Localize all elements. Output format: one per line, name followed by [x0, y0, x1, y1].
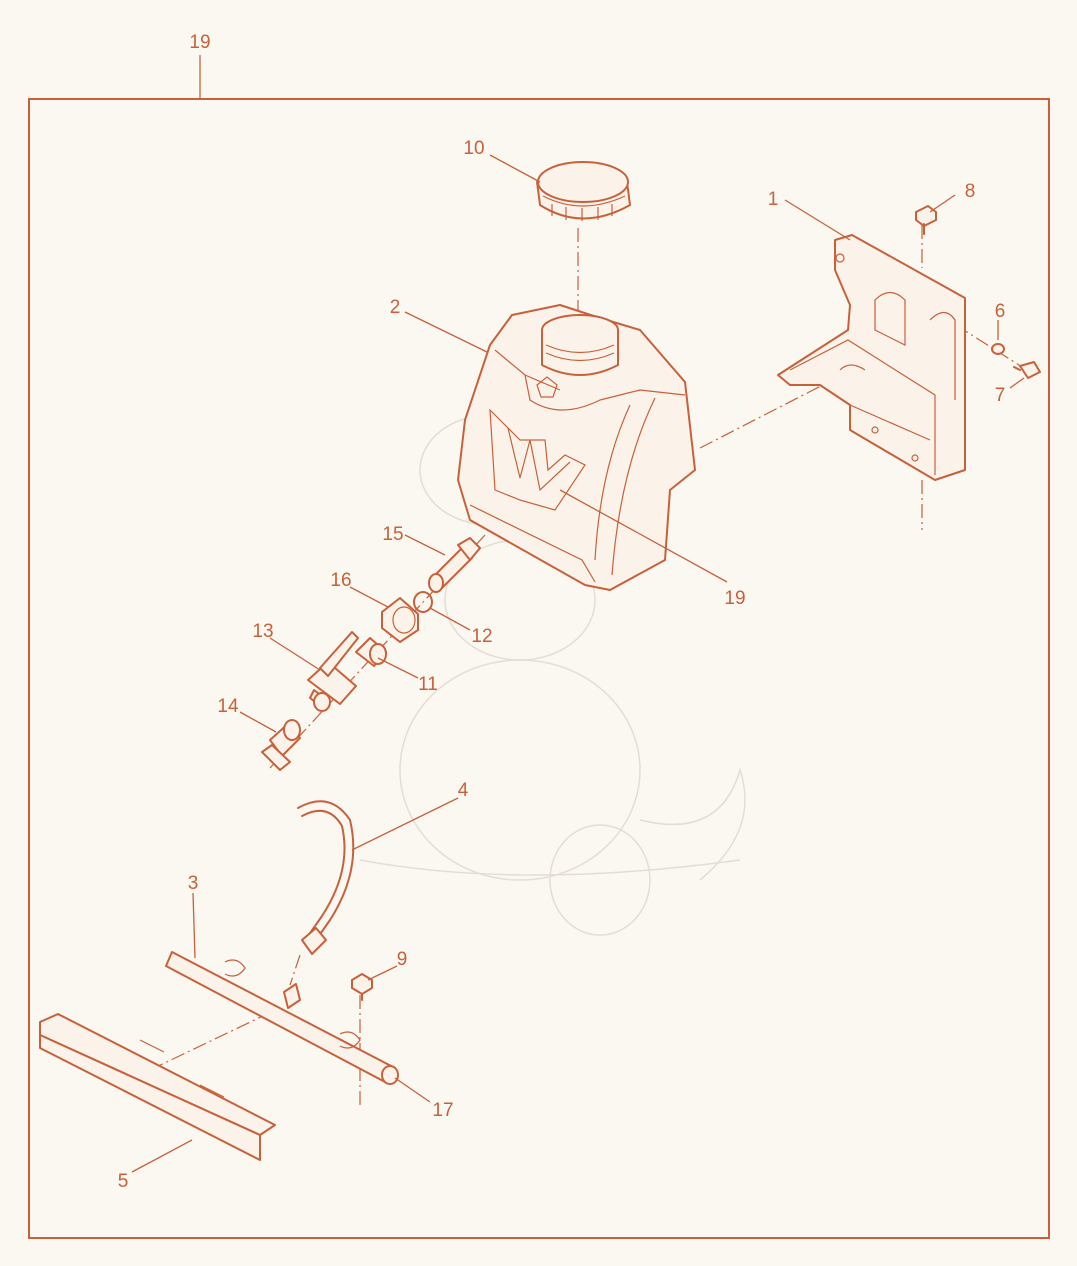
- callout-8: 8: [965, 181, 976, 202]
- washer-6: [991, 343, 1005, 355]
- bar-bracket-5: [39, 1013, 276, 1161]
- elbow-fitting-14: [261, 719, 301, 771]
- callout-14: 14: [217, 696, 239, 717]
- mounting-bracket: [777, 234, 966, 481]
- fitting-11: [355, 637, 387, 667]
- callout-12: 12: [471, 626, 492, 647]
- callout-labels: 19 10 2 1 8 6 7 15 19 16 12 13 11 14 4 3…: [118, 32, 1006, 1192]
- callout-15: 15: [382, 524, 403, 545]
- callout-16: 16: [330, 570, 351, 591]
- callout-19: 19: [724, 588, 745, 609]
- screw-7: [1013, 361, 1041, 379]
- callout-10: 10: [463, 138, 484, 159]
- nut-16: [381, 597, 419, 643]
- callout-18: 19: [189, 32, 210, 53]
- callout-17: 17: [432, 1100, 453, 1121]
- valve-tap-13: [307, 631, 359, 712]
- callout-4: 4: [458, 780, 469, 801]
- callout-7: 7: [995, 385, 1006, 406]
- callout-5: 5: [118, 1171, 129, 1192]
- water-tank: [457, 304, 696, 591]
- screw-9: [351, 973, 373, 1001]
- callout-6: 6: [995, 301, 1006, 322]
- callout-9: 9: [397, 949, 408, 970]
- o-ring-12: [413, 591, 433, 613]
- spray-bar-3: [165, 951, 399, 1085]
- callout-1: 1: [768, 189, 779, 210]
- hose-4: [297, 800, 355, 955]
- callout-13: 13: [252, 621, 273, 642]
- callout-leaders: [131, 154, 1025, 1173]
- filter-15: [428, 537, 481, 593]
- callout-2: 2: [390, 297, 401, 318]
- tank-cap: [536, 161, 631, 221]
- callout-11: 11: [418, 674, 438, 695]
- assembly-frame: [28, 98, 1050, 1239]
- callout-3: 3: [188, 873, 199, 894]
